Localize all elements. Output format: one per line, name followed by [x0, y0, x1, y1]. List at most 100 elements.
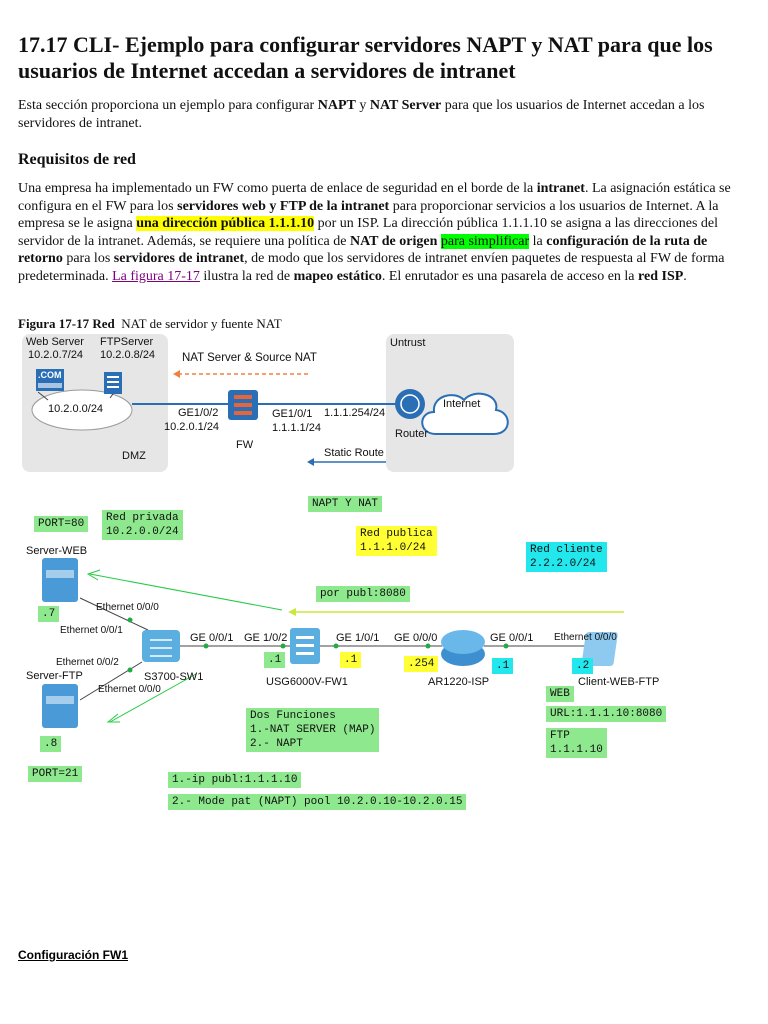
router-icon — [395, 389, 425, 419]
fw-name: USG6000V-FW1 — [266, 676, 348, 688]
untrust-label: Untrust — [390, 337, 426, 349]
fw-inside-ip-tag: .1 — [264, 652, 286, 668]
eth-port-label: Ethernet 0/0/1 — [60, 625, 123, 636]
text: Una empresa ha implementado un FW como p… — [18, 181, 537, 196]
figure-link[interactable]: La figura 17-17 — [112, 268, 200, 284]
client-port-label: Ethernet 0/0/0 — [554, 632, 617, 643]
fw-outside-ip-tag: .1 — [340, 652, 362, 668]
text: . La asignación estática se configura en… — [18, 181, 731, 214]
fw-label: FW — [236, 439, 254, 451]
request-arrow-head — [288, 608, 296, 616]
static-route-arrow-head — [307, 458, 314, 466]
internet-label: Internet — [443, 398, 481, 410]
nat-flow-arrow — [89, 573, 283, 611]
firewall-icon — [290, 628, 320, 664]
router-label: Router — [395, 428, 429, 440]
router-public-ip-tag: .254 — [404, 656, 439, 672]
text: , de modo que los servidores de intranet… — [18, 251, 725, 284]
network-figure-drawing — [22, 334, 514, 472]
napt-nat-tag: NAPT Y NAT — [308, 496, 383, 512]
bold-text: mapeo estático — [293, 268, 382, 284]
ftp-server-ip: 10.2.0.8/24 — [100, 349, 156, 361]
bold-text: NAT de origen — [350, 233, 438, 249]
client-network-tag: Red cliente 2.2.2.0/24 — [526, 542, 607, 572]
server-icon — [104, 372, 122, 394]
text: ilustra la red de — [199, 268, 294, 284]
intro-bold-nat-server: NAT Server — [369, 98, 442, 113]
router-name: AR1220-ISP — [428, 676, 490, 688]
client-ip-tag: .2 — [572, 658, 594, 674]
com-label: .COM — [38, 370, 62, 380]
public-port-tag: por publ:8080 — [316, 586, 410, 602]
intro-text: Esta sección proporciona un ejemplo para… — [18, 98, 318, 113]
public-ip-tag: 1.-ip publ:1.1.1.10 — [168, 772, 302, 788]
nat-flow-arrow-head — [86, 569, 101, 581]
bold-text: red ISP — [638, 268, 684, 284]
text: para proporcionar servicios a los usuari… — [18, 198, 719, 232]
web-server-label: Web Server — [26, 336, 84, 348]
requirements-paragraph: Una empresa ha implementado un FW como p… — [18, 180, 753, 286]
dual-function-tag: Dos Funciones 1.-NAT SERVER (MAP) 2.- NA… — [246, 708, 380, 752]
fw-port-label: GE 1/0/2 — [244, 632, 288, 644]
port-dot — [280, 643, 286, 649]
highlight-public-ip: una dirección pública 1.1.1.10 — [136, 216, 315, 232]
bold-text: intranet — [536, 181, 585, 196]
requirements-heading: Requisitos de red — [18, 151, 136, 168]
port-dot — [127, 667, 133, 673]
port80-tag: PORT=80 — [34, 516, 89, 532]
port21-tag: PORT=21 — [28, 766, 83, 782]
router-ip: 1.1.1.254/24 — [324, 407, 386, 419]
intro-paragraph: Esta sección proporciona un ejemplo para… — [18, 97, 753, 133]
text: la — [529, 233, 547, 249]
bold-text: servidores web y FTP de la intranet — [177, 198, 390, 214]
server-ftp-host-tag: .8 — [40, 736, 62, 752]
figure-caption-text: NAT de servidor y fuente NAT — [114, 316, 282, 331]
server-icon — [42, 558, 78, 602]
client-name: Client-WEB-FTP — [578, 676, 660, 688]
port-dot — [203, 643, 209, 649]
router-port-label: GE 0/0/1 — [490, 632, 534, 644]
port-dot — [425, 643, 431, 649]
nat-flow-arrow — [109, 673, 197, 723]
lab-diagram: NAPT Y NAT PORT=80 Red privada 10.2.0.0/… — [18, 490, 738, 820]
link-line — [79, 597, 149, 631]
section-title: 17.17 CLI- Ejemplo para configurar servi… — [18, 32, 713, 83]
eth-port-label: Ethernet 0/0/0 — [96, 602, 159, 613]
switch-name: S3700-SW1 — [144, 671, 204, 683]
server-ftp-label: Server-FTP — [26, 670, 83, 682]
client-icon — [581, 632, 618, 666]
link-line — [37, 391, 49, 401]
nat-flow-arrow-head — [106, 713, 120, 723]
dmz-network-label: 10.2.0.0/24 — [48, 403, 104, 415]
bold-text: configuración de la ruta de retorno — [18, 233, 708, 267]
highlight-simplify: para simplificar — [440, 233, 530, 249]
fw-port-label: GE 1/0/1 — [336, 632, 380, 644]
fw-ip-left: 10.2.0.1/24 — [164, 421, 220, 433]
server-icon — [42, 684, 78, 728]
napt-pool-tag: 2.- Mode pat (NAPT) pool 10.2.0.10-10.2.… — [168, 794, 467, 810]
router-icon — [441, 630, 485, 666]
router-port-label: GE 0/0/0 — [394, 632, 438, 644]
router-client-ip-tag: .1 — [492, 658, 514, 674]
web-tag: WEB — [546, 686, 574, 702]
intro-bold-napt: NAPT — [317, 98, 356, 113]
eth-port-label: Ethernet 0/0/2 — [56, 657, 119, 668]
intro-text: para que los usuarios de Internet acceda… — [18, 98, 705, 131]
firewall-icon — [228, 390, 258, 420]
eth-port-label: Ethernet 0/0/0 — [98, 684, 161, 695]
figure-caption: Figura 17-17 Red NAT de servidor y fuent… — [18, 316, 282, 332]
config-heading: Configuración FW1 — [18, 948, 128, 962]
port-dot — [333, 643, 339, 649]
fw-port-right: GE1/0/1 — [272, 408, 313, 420]
text: por un ISP. La dirección pública 1.1.1.1… — [18, 216, 719, 249]
cloud-icon — [421, 392, 509, 435]
public-network-tag: Red publica 1.1.1.0/24 — [356, 526, 437, 556]
switch-port-label: GE 0/0/1 — [190, 632, 234, 644]
fw-ip-right: 1.1.1.1/24 — [272, 422, 321, 434]
private-network-tag: Red privada 10.2.0.0/24 — [102, 510, 183, 540]
ftp-server-label: FTPServer — [100, 336, 154, 348]
ftp-tag: FTP 1.1.1.10 — [546, 728, 607, 758]
server-web-host-tag: .7 — [38, 606, 60, 622]
figure-label: Figura 17-17 Red — [18, 316, 115, 331]
web-url-tag: URL:1.1.1.10:8080 — [546, 706, 667, 722]
